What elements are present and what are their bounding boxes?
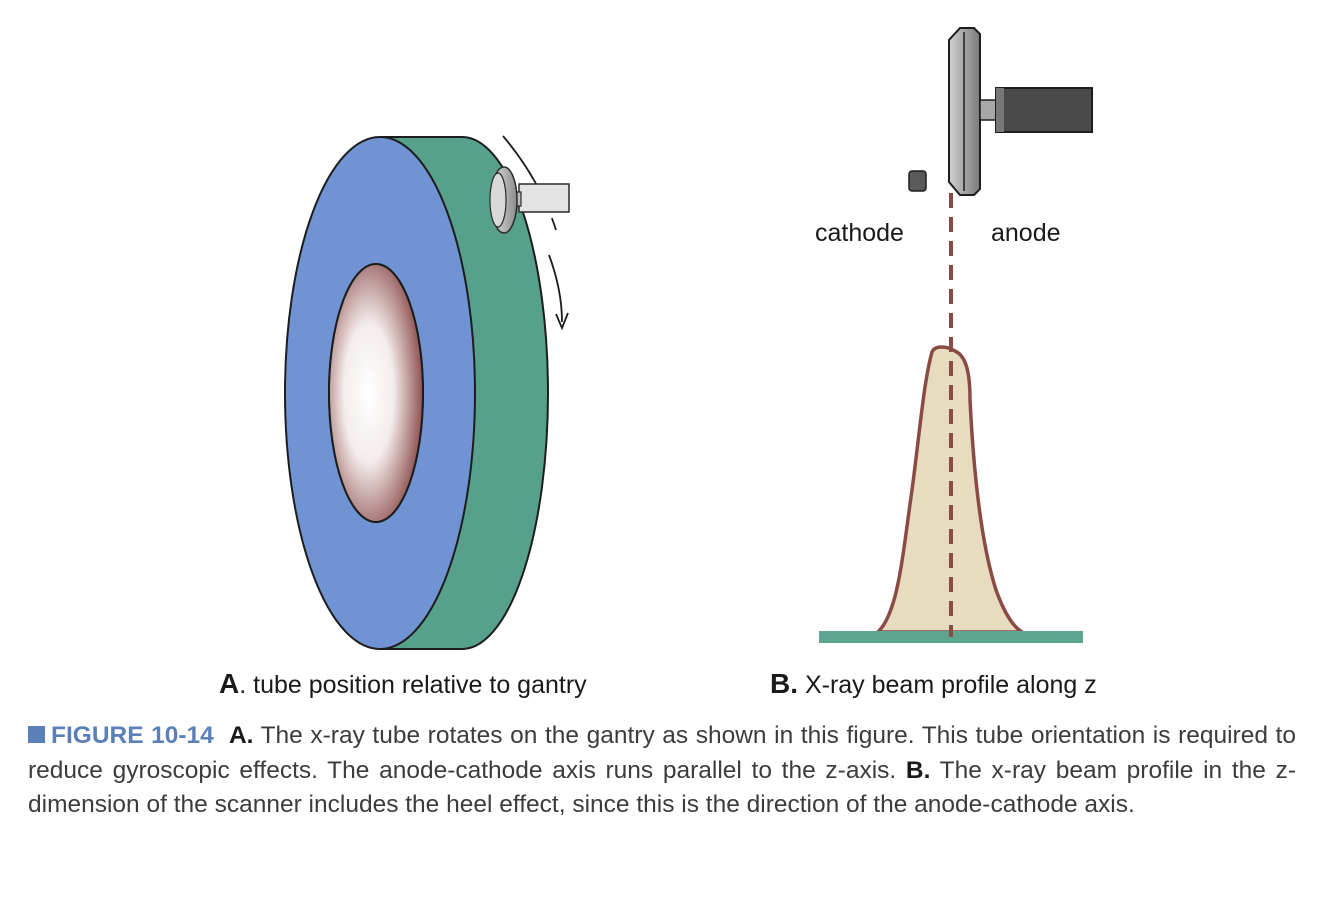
x-ray-tube-icon: [489, 166, 570, 234]
caption-part-a-text: The x-ray tube rotates on the gantry as …: [28, 722, 1296, 784]
anode-icon: [948, 27, 1093, 196]
beam-profile-drawing: [819, 27, 1093, 643]
gantry-bore: [330, 265, 422, 521]
panel-b-letter: B.: [770, 668, 798, 699]
caption-part-b-marker: B.: [905, 756, 931, 784]
caption-part-b-text: The x-ray beam profile in the z-dimensio…: [28, 756, 1297, 819]
anode-label: anode: [991, 219, 1061, 247]
panel-b-caption: B. X-ray beam profile along z: [770, 668, 1097, 700]
rotation-arrow: [502, 135, 557, 231]
panel-b-text: X-ray beam profile along z: [798, 671, 1097, 699]
cathode-icon: [908, 170, 927, 192]
figure-number: FIGURE 10-14: [51, 722, 214, 749]
gantry-drawing: [284, 135, 570, 651]
cathode-label: cathode: [815, 219, 904, 247]
caption-square-icon: [28, 726, 45, 743]
caption-part-a-marker: A.: [228, 722, 254, 749]
panel-a-text: . tube position relative to gantry: [239, 671, 587, 699]
figure-caption: FIGURE 10-14 A. The x-ray tube rotates o…: [28, 719, 1296, 823]
arrow-head: [555, 312, 569, 331]
panel-a-caption: A. tube position relative to gantry: [219, 668, 587, 700]
panel-a-letter: A: [219, 668, 240, 699]
